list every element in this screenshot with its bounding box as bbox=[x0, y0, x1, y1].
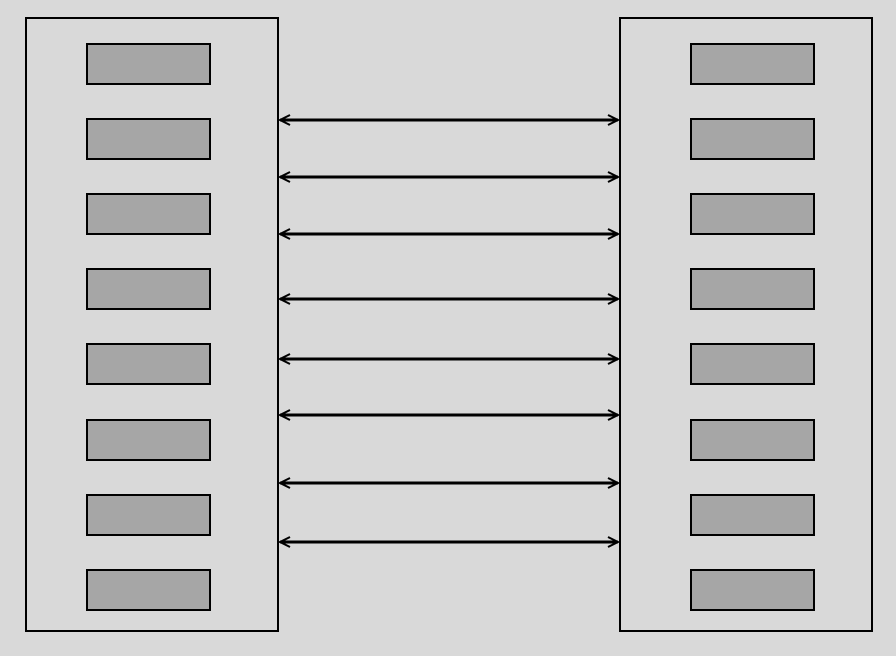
arrow-group bbox=[280, 120, 618, 542]
left-slot-8 bbox=[86, 569, 211, 611]
right-slot-7 bbox=[690, 494, 815, 536]
left-slot-4 bbox=[86, 268, 211, 310]
left-slot-6 bbox=[86, 419, 211, 461]
left-slot-2 bbox=[86, 118, 211, 160]
left-slot-7 bbox=[86, 494, 211, 536]
left-slot-group bbox=[86, 43, 211, 611]
right-slot-1 bbox=[690, 43, 815, 85]
left-panel bbox=[25, 17, 279, 632]
right-slot-3 bbox=[690, 193, 815, 235]
right-slot-2 bbox=[690, 118, 815, 160]
right-slot-4 bbox=[690, 268, 815, 310]
right-slot-6 bbox=[690, 419, 815, 461]
right-slot-5 bbox=[690, 343, 815, 385]
left-slot-5 bbox=[86, 343, 211, 385]
right-slot-group bbox=[690, 43, 815, 611]
right-slot-8 bbox=[690, 569, 815, 611]
right-panel bbox=[619, 17, 873, 632]
left-slot-3 bbox=[86, 193, 211, 235]
left-slot-1 bbox=[86, 43, 211, 85]
